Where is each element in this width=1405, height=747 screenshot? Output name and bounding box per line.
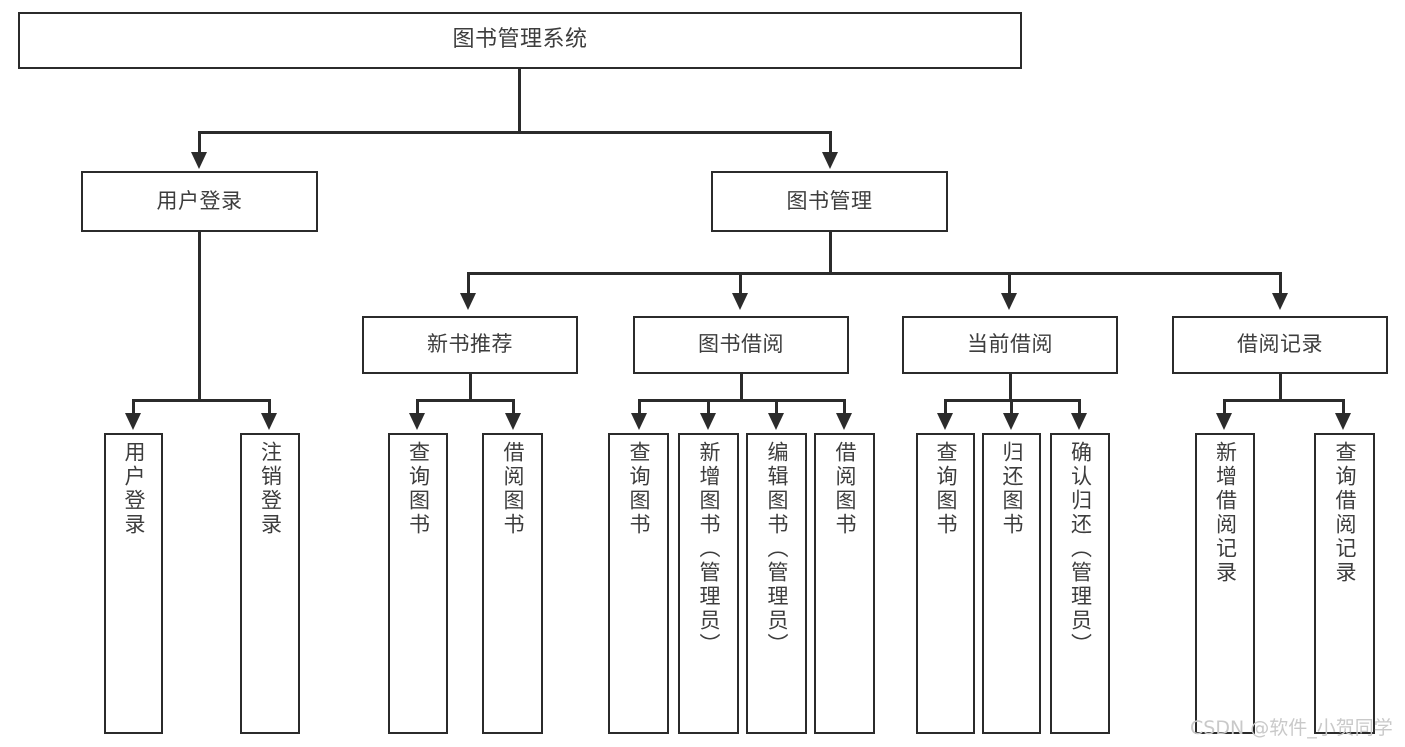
node-root-system[interactable]: 图书管理系统	[18, 12, 1022, 69]
node-book-management[interactable]: 图书管理	[711, 171, 948, 232]
leaf-bb-borrow-book[interactable]: 借阅图书	[814, 433, 875, 734]
connector-current-borrow-stem	[1009, 374, 1012, 400]
leaf-user-login[interactable]: 用户登录	[104, 433, 163, 734]
connector-drop-bb-add	[707, 399, 710, 415]
node-current-borrow[interactable]: 当前借阅	[902, 316, 1118, 374]
connector-book-borrow-bus	[638, 399, 846, 402]
arrow-book-manage	[822, 152, 838, 169]
arrow-leaf-user-login	[125, 413, 141, 430]
node-label: 当前借阅	[967, 332, 1053, 357]
leaf-nb-borrow-book[interactable]: 借阅图书	[482, 433, 543, 734]
node-label: 查询图书	[934, 441, 958, 537]
arrow-nb-borrow	[505, 413, 521, 430]
connector-drop-bb-query	[638, 399, 641, 415]
node-label: 图书借阅	[698, 332, 784, 357]
node-label: 新增借阅记录	[1213, 441, 1238, 585]
arrow-bb-edit	[768, 413, 784, 430]
connector-new-book-bus	[416, 399, 515, 402]
connector-borrow-record-bus	[1223, 399, 1345, 402]
connector-user-login-stem	[198, 232, 201, 402]
node-book-borrow[interactable]: 图书借阅	[633, 316, 849, 374]
arrow-nb-query	[409, 413, 425, 430]
watermark-text: CSDN @软件_小贺同学	[1190, 717, 1393, 739]
leaf-bb-add-book[interactable]: 新增图书（管理员）	[678, 433, 739, 734]
node-label: 查询图书	[627, 441, 651, 537]
connector-drop-cb-query	[944, 399, 947, 415]
arrow-br-add	[1216, 413, 1232, 430]
node-label: 借阅记录	[1237, 332, 1323, 357]
connector-drop-nb-borrow	[512, 399, 515, 415]
connector-borrow-record-stem	[1279, 374, 1282, 400]
node-label: 图书管理	[786, 188, 873, 213]
connector-drop-bb-borrow	[843, 399, 846, 415]
connector-drop-br-query	[1342, 399, 1345, 415]
connector-root-bus	[198, 131, 832, 134]
connector-drop-nb-query	[416, 399, 419, 415]
leaf-br-query-record[interactable]: 查询借阅记录	[1314, 433, 1375, 734]
arrow-book-borrow	[732, 293, 748, 310]
node-label: 新增图书（管理员）	[697, 441, 721, 657]
connector-drop-user-login	[198, 131, 201, 155]
connector-drop-cb-return	[1010, 399, 1013, 415]
node-label: 确认归还（管理员）	[1068, 441, 1093, 657]
arrow-cb-query	[937, 413, 953, 430]
node-label: 归还图书	[1000, 441, 1024, 537]
leaf-bb-edit-book[interactable]: 编辑图书（管理员）	[746, 433, 807, 734]
connector-new-book-stem	[469, 374, 472, 400]
connector-drop-leaf-user-login	[132, 399, 135, 415]
node-label: 注销登录	[258, 441, 283, 537]
connector-drop-leaf-logout	[268, 399, 271, 415]
connector-drop-book-borrow	[739, 272, 742, 296]
connector-drop-cb-confirm	[1078, 399, 1081, 415]
leaf-nb-query-book[interactable]: 查询图书	[388, 433, 448, 734]
node-label: 新书推荐	[427, 332, 513, 357]
node-label: 借阅图书	[501, 441, 525, 537]
connector-drop-bb-edit	[775, 399, 778, 415]
connector-book-borrow-stem	[740, 374, 743, 400]
leaf-logout[interactable]: 注销登录	[240, 433, 300, 734]
arrow-cb-confirm	[1071, 413, 1087, 430]
connector-drop-book-manage	[829, 131, 832, 155]
connector-level3-bus	[467, 272, 1282, 275]
node-label: 图书管理系统	[452, 27, 588, 53]
node-label: 查询图书	[406, 441, 431, 537]
connector-drop-br-add	[1223, 399, 1226, 415]
connector-drop-new-book	[467, 272, 470, 296]
leaf-bb-query-book[interactable]: 查询图书	[608, 433, 669, 734]
node-user-login[interactable]: 用户登录	[81, 171, 318, 232]
node-new-book-recommend[interactable]: 新书推荐	[362, 316, 578, 374]
arrow-cb-return	[1003, 413, 1019, 430]
leaf-cb-query-book[interactable]: 查询图书	[916, 433, 975, 734]
node-borrow-record[interactable]: 借阅记录	[1172, 316, 1388, 374]
arrow-bb-query	[631, 413, 647, 430]
connector-book-manage-stem	[829, 232, 832, 274]
node-label: 查询借阅记录	[1333, 441, 1357, 585]
arrow-bb-borrow	[836, 413, 852, 430]
arrow-new-book	[460, 293, 476, 310]
leaf-br-add-record[interactable]: 新增借阅记录	[1195, 433, 1255, 734]
arrow-br-query	[1335, 413, 1351, 430]
connector-root-stem	[518, 69, 521, 131]
connector-drop-current-borrow	[1008, 272, 1011, 296]
connector-user-login-bus	[132, 399, 270, 402]
arrow-current-borrow	[1001, 293, 1017, 310]
connector-drop-borrow-record	[1279, 272, 1282, 296]
leaf-cb-return-book[interactable]: 归还图书	[982, 433, 1041, 734]
node-label: 用户登录	[122, 441, 146, 537]
arrow-borrow-record	[1272, 293, 1288, 310]
node-label: 用户登录	[156, 188, 243, 213]
arrow-leaf-logout	[261, 413, 277, 430]
arrow-bb-add	[700, 413, 716, 430]
node-label: 借阅图书	[833, 441, 857, 537]
arrow-user-login	[191, 152, 207, 169]
node-label: 编辑图书（管理员）	[765, 441, 789, 657]
leaf-cb-confirm-return[interactable]: 确认归还（管理员）	[1050, 433, 1110, 734]
